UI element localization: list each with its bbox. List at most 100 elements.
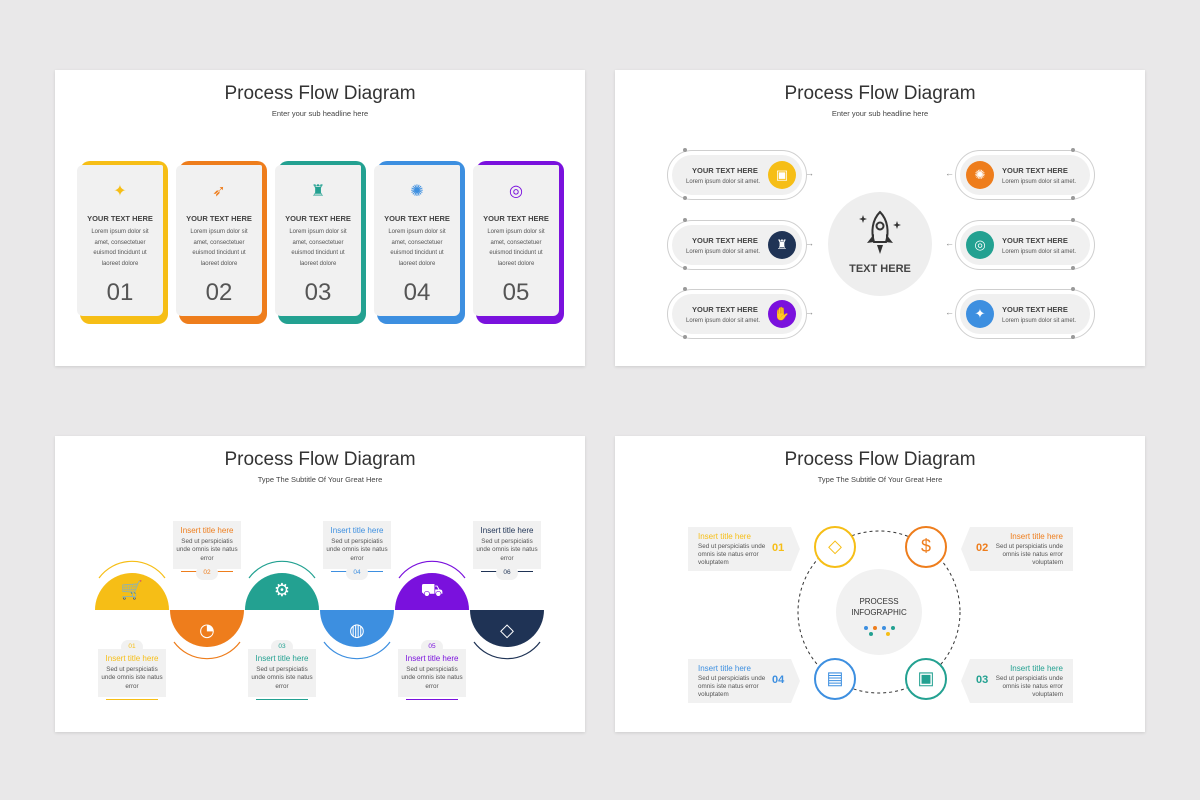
presentation-board-icon: ▤ — [814, 658, 856, 700]
step-title: Insert title here — [180, 526, 234, 535]
connector-dot — [1071, 287, 1075, 291]
wave-outline-arc — [98, 560, 166, 579]
slide-subtitle: Type The Subtitle Of Your Great Here — [817, 475, 943, 484]
connector-dot — [683, 335, 687, 339]
rocket-icon: ➶ — [212, 183, 226, 200]
slide-card-steps: Process Flow Diagram Enter your sub head… — [55, 70, 585, 366]
card-body-panel: ✺ YOUR TEXT HERE Lorem ipsum dolor sit ame… — [374, 165, 460, 316]
step-text: Sed ut perspiciatis unde omnis iste natu… — [176, 538, 238, 562]
card-title: YOUR TEXT HERE — [483, 214, 549, 223]
step-number: 06 — [496, 566, 518, 580]
step-title: Insert title here — [405, 654, 459, 663]
card-title: YOUR TEXT HERE — [186, 214, 252, 223]
briefcase-icon: ▣ — [905, 658, 947, 700]
briefcase-icon: ▣ — [768, 161, 796, 189]
pill-text: Lorem ipsum dolor sit amet. — [686, 318, 761, 324]
step-number: 03 — [271, 640, 293, 654]
step-title: Insert title here — [1010, 664, 1063, 673]
step-text: Sed ut perspiciatis unde omnis iste natu… — [251, 666, 313, 690]
chess-icon: ♜ — [310, 183, 326, 200]
slide-subtitle: Enter your sub headline here — [831, 109, 929, 118]
card-title: YOUR TEXT HERE — [87, 214, 153, 223]
step-card: ✺ YOUR TEXT HERE Lorem ipsum dolor sit ame… — [374, 161, 465, 324]
center-text: PROCESS INFOGRAPHIC — [851, 597, 907, 617]
card-text: Lorem ipsum dolor sit amet, consectetuer… — [190, 229, 248, 267]
pill-title: YOUR TEXT HERE — [1002, 236, 1068, 245]
text-pill-left: YOUR TEXT HERE Lorem ipsum dolor sit amet… — [667, 289, 807, 339]
step-title: Insert title here — [698, 664, 751, 673]
step-text: Sed ut perspiciatis unde omnis iste natu… — [101, 666, 163, 690]
dashed-cycle-ring — [797, 530, 961, 694]
pill-title: YOUR TEXT HERE — [1002, 166, 1068, 175]
step-number: 01 — [772, 542, 785, 554]
connector-dot — [1071, 148, 1075, 152]
connector-dot — [683, 266, 687, 270]
brain-icon: ✺ — [966, 161, 994, 189]
pill-text: Lorem ipsum dolor sit amet. — [686, 249, 761, 255]
rocket-icon — [859, 210, 901, 254]
delivery-truck-icon: ⛟ — [421, 580, 444, 601]
step-number: 02 — [196, 566, 218, 580]
step-number: 04 — [772, 674, 785, 686]
slide-wave-process: Process Flow Diagram Type The Subtitle O… — [55, 436, 585, 732]
step-text: Sed ut perspiciatis unde omnis iste natu… — [476, 538, 538, 562]
card-number: 05 — [502, 279, 530, 306]
slide-hub-diagram: Process Flow Diagram Enter your sub head… — [615, 70, 1145, 366]
pill-title: YOUR TEXT HERE — [692, 166, 758, 175]
card-text: Lorem ipsum dolor sit amet, consectetuer… — [289, 229, 347, 267]
pill-title: YOUR TEXT HERE — [692, 305, 758, 314]
step-text: Sed ut perspiciatis unde omnis iste natu… — [401, 666, 463, 690]
arrow-right-icon: → — [805, 238, 814, 248]
slide-subtitle: Enter your sub headline here — [271, 109, 369, 118]
card-title: YOUR TEXT HERE — [384, 214, 450, 223]
pill-text: Lorem ipsum dolor sit amet. — [686, 179, 761, 185]
card-number: 02 — [205, 279, 233, 306]
pie-chart-icon: ◔ — [199, 620, 215, 641]
connector-dot — [1071, 335, 1075, 339]
step-card: ➶ YOUR TEXT HERE Lorem ipsum dolor sit ame… — [176, 161, 267, 324]
step-text: Sed ut perspiciatis unde omnis iste natu… — [995, 675, 1063, 698]
arrow-left-icon: ← — [945, 307, 954, 317]
step-underline — [406, 698, 458, 700]
connector-dot — [1071, 196, 1075, 200]
card-text: Lorem ipsum dolor sit amet, consectetuer… — [388, 229, 446, 267]
target-icon: ◎ — [966, 231, 994, 259]
step-title: Insert title here — [1010, 532, 1063, 541]
center-text: TEXT HERE — [849, 263, 911, 275]
piggy-bank-icon: ◍ — [349, 620, 365, 641]
step-title: Insert title here — [698, 532, 751, 541]
brain-icon: ✺ — [410, 183, 424, 200]
card-number: 03 — [304, 279, 332, 306]
wave-segment — [470, 610, 544, 647]
pill-text: Lorem ipsum dolor sit amet. — [1002, 179, 1077, 185]
wave-segment — [245, 573, 319, 610]
step-title: Insert title here — [330, 526, 384, 535]
wave-outline-arc — [173, 641, 241, 660]
step-underline — [256, 698, 308, 700]
step-text: Sed ut perspiciatis unde omnis iste natu… — [326, 538, 388, 562]
slide-title: Process Flow Diagram — [224, 83, 416, 104]
arrow-right-icon: → — [805, 307, 814, 317]
step-number: 03 — [976, 674, 989, 686]
card-text: Lorem ipsum dolor sit amet, consectetuer… — [91, 229, 149, 267]
handshake-icon: ✋ — [768, 300, 796, 328]
card-body-panel: ➶ YOUR TEXT HERE Lorem ipsum dolor sit ame… — [176, 165, 262, 316]
step-text: Sed ut perspiciatis unde omnis iste natu… — [698, 675, 766, 698]
connector-dot — [683, 196, 687, 200]
step-number: 02 — [976, 542, 989, 554]
text-pill-right: ✺ YOUR TEXT HERE Lorem ipsum dolor sit ame… — [955, 150, 1095, 200]
step-title: Insert title here — [480, 526, 534, 535]
slide-title: Process Flow Diagram — [784, 449, 976, 470]
